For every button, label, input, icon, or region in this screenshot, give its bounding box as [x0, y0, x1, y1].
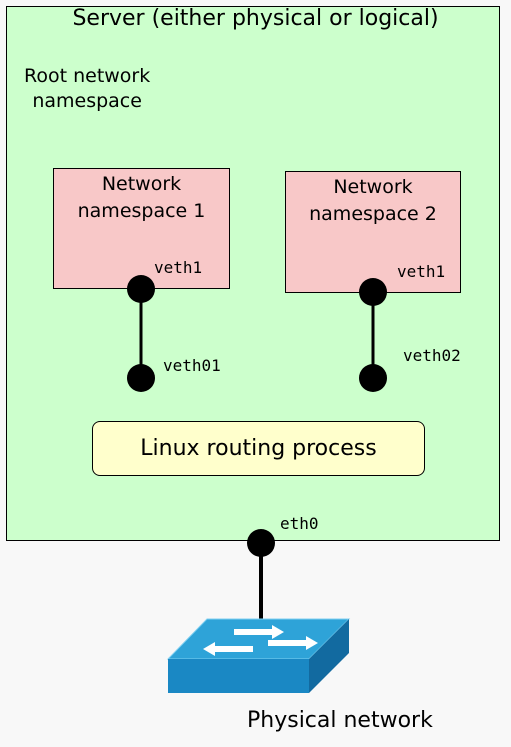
veth1-ns1-label: veth1	[154, 258, 203, 277]
veth1-ns2-label: veth1	[397, 262, 446, 281]
veth02-port	[359, 364, 387, 392]
server-title: Server (either physical or logical)	[72, 6, 439, 31]
network-namespace-2: Network namespace 2	[285, 171, 461, 293]
veth01-label: veth01	[163, 356, 221, 375]
veth02-label: veth02	[403, 346, 461, 365]
network-namespace-1: Network namespace 1	[53, 168, 230, 289]
linux-routing-process: Linux routing process	[92, 421, 425, 476]
veth1-ns2-port	[359, 278, 387, 306]
namespace-2-line2: namespace 2	[309, 203, 437, 225]
namespace-2-line1: Network	[333, 176, 413, 198]
root-namespace-line2: namespace	[32, 90, 142, 112]
veth01-port	[127, 364, 155, 392]
root-namespace-line1: Root network	[24, 65, 151, 87]
root-namespace-label: Root network namespace	[24, 64, 150, 114]
veth1-ns1-port	[127, 275, 155, 303]
namespace-1-line2: namespace 1	[77, 200, 206, 222]
network-switch-icon	[166, 618, 351, 693]
physical-network-label: Physical network	[247, 708, 433, 733]
eth0-label: eth0	[280, 514, 319, 533]
eth0-port	[247, 529, 275, 557]
namespace-1-line1: Network	[101, 173, 182, 195]
